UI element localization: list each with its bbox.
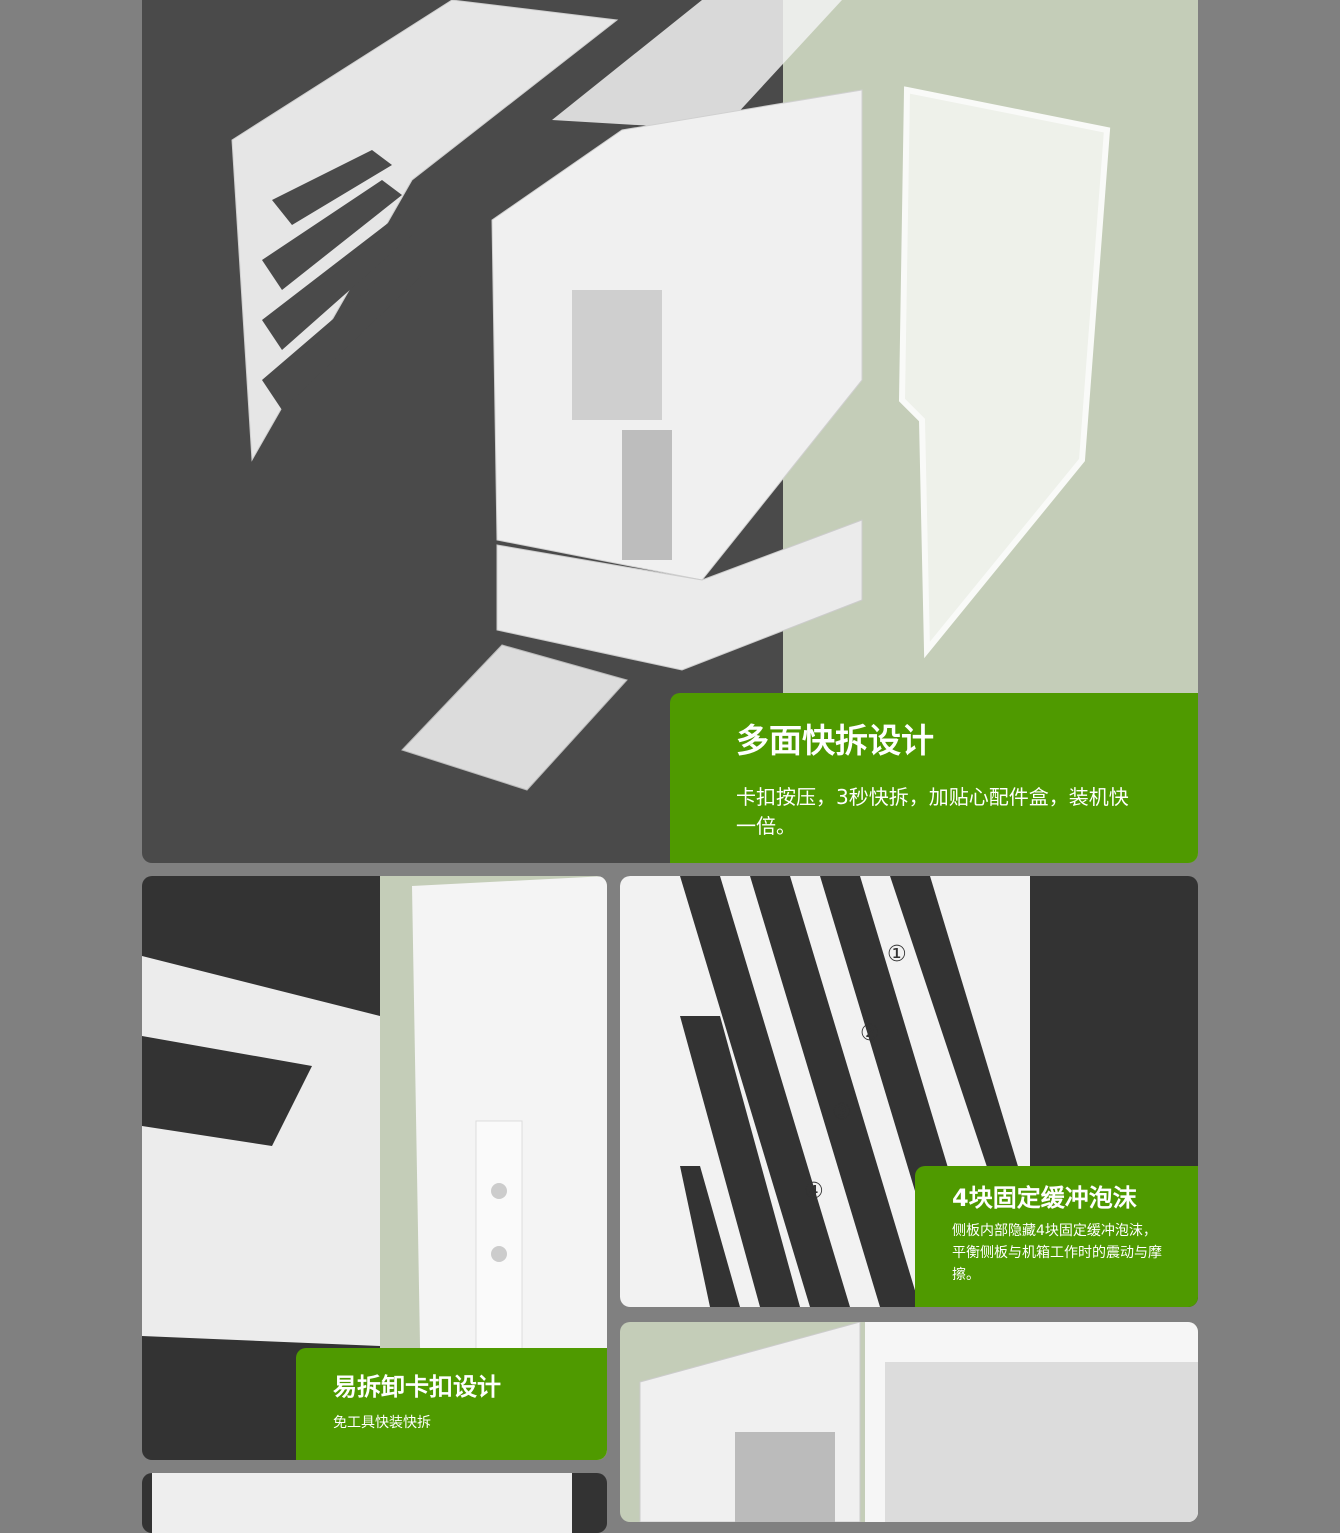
marker-1: ①	[887, 942, 907, 967]
panel-bottom-left	[142, 1473, 607, 1533]
panel-clip-design: 易拆卸卡扣设计 免工具快装快拆	[142, 876, 607, 1460]
caption-title: 多面快拆设计	[736, 721, 934, 760]
marker-2: ②	[860, 1021, 880, 1046]
caption-description: 卡扣按压，3秒快拆，加贴心配件盒，装机快一倍。	[736, 785, 1129, 838]
side-panel-illustration	[620, 876, 1030, 1307]
panel-closeup-illustration	[142, 876, 607, 1460]
caption-description: 免工具快装快拆	[333, 1415, 431, 1431]
caption-foam: 4块固定缓冲泡沫 侧板内部隐藏4块固定缓冲泡沫，平衡侧板与机箱工作时的震动与摩擦…	[915, 1166, 1198, 1307]
marker-3: ③	[832, 1100, 852, 1125]
panel-illustration	[152, 1473, 572, 1533]
caption-title: 4块固定缓冲泡沫	[952, 1184, 1137, 1212]
panel-case-interior	[620, 1322, 1198, 1522]
case-exploded-illustration	[231, 0, 1111, 791]
caption-title: 易拆卸卡扣设计	[333, 1373, 501, 1401]
marker-4: ④	[804, 1179, 824, 1204]
caption-clip-design: 易拆卸卡扣设计 免工具快装快拆	[296, 1348, 607, 1460]
caption-quick-release: 多面快拆设计 卡扣按压，3秒快拆，加贴心配件盒，装机快一倍。	[670, 693, 1198, 863]
hero-panel-quick-release: 多面快拆设计 卡扣按压，3秒快拆，加贴心配件盒，装机快一倍。	[142, 0, 1198, 863]
case-interior-illustration	[639, 1322, 1198, 1522]
caption-description: 侧板内部隐藏4块固定缓冲泡沫，平衡侧板与机箱工作时的震动与摩擦。	[952, 1223, 1162, 1283]
panel-foam: ① ② ③ ④ 4块固定缓冲泡沫 侧板内部隐藏4块固定缓冲泡沫，平衡侧板与机箱工…	[620, 876, 1198, 1307]
